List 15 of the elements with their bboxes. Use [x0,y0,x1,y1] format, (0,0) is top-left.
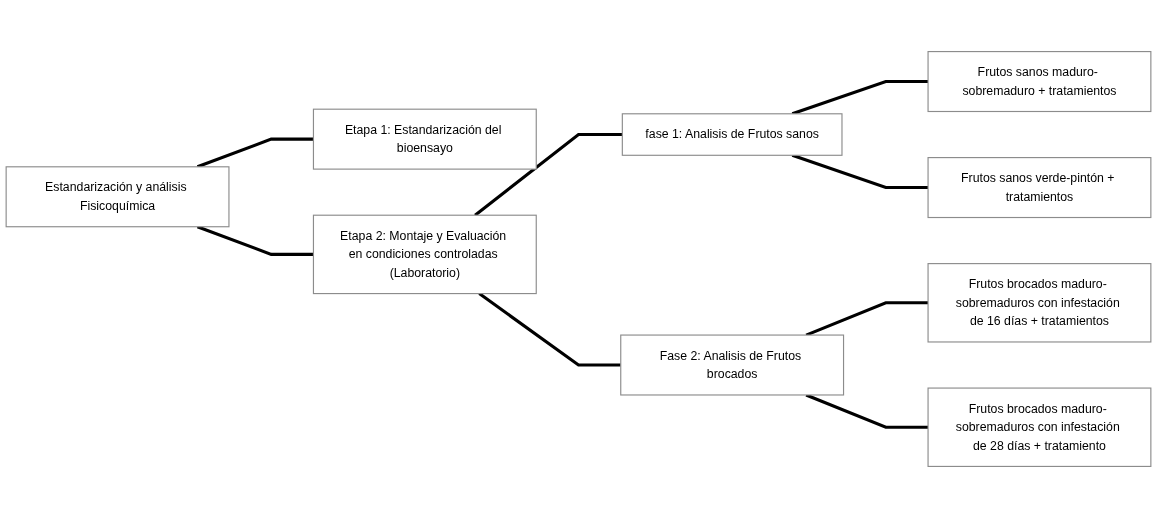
connector [805,300,929,336]
node-box: Etapa 1: Estandarización del bioensayo [312,108,537,170]
connector [805,393,929,429]
node-box: Etapa 2: Montaje y Evaluación en condiciones controladas (Laboratorio) [312,214,537,294]
connector [196,137,314,168]
node-box: Frutos sanos maduro- sobremaduro + tratamientos [927,50,1152,112]
node-box: Fase 2: Analisis de Frutos brocados [620,334,845,396]
node-box: Frutos sanos verde-pintón + tratamientos [927,156,1152,218]
connector [791,153,929,189]
connector [474,132,623,216]
node-box: Frutos brocados maduro- sobremaduros con infestación de 28 días + tratamiento [927,387,1152,467]
node-box: Estandarización y análisis Fisicoquímica [5,165,230,227]
connector [791,79,929,115]
node-box: fase 1: Analisis de Frutos sanos [621,112,843,156]
node-box: Frutos brocados maduro- sobremaduros con infestación de 16 días + tratamientos [927,262,1152,343]
